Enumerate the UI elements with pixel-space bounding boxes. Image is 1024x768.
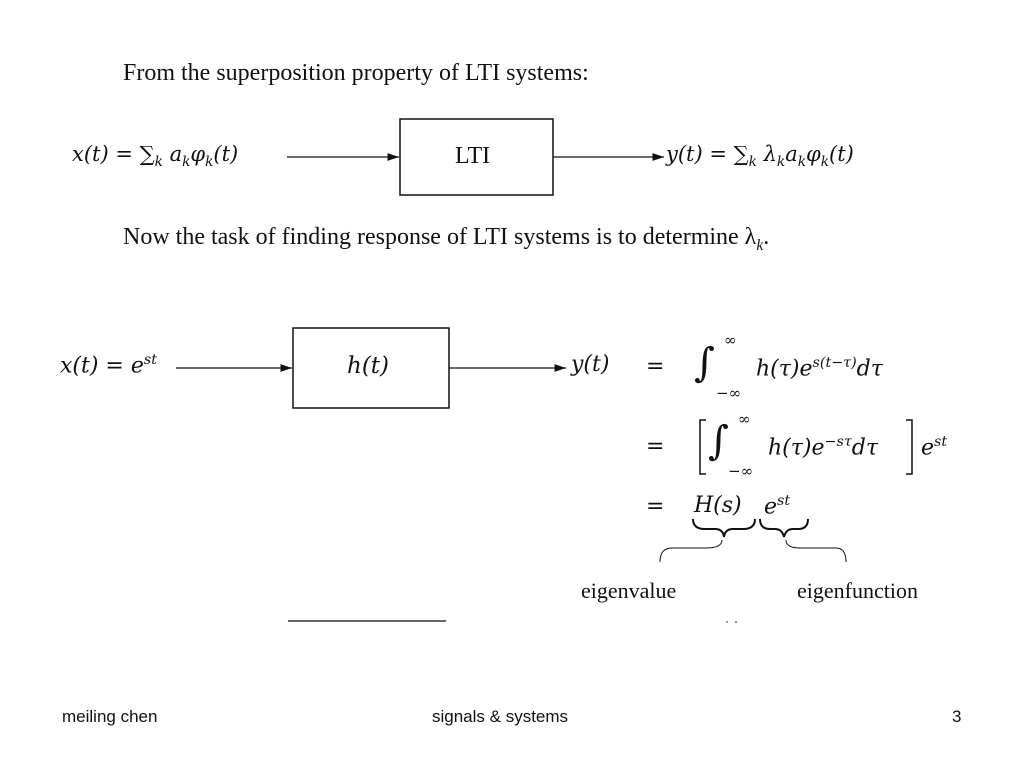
eq3-e: est	[764, 493, 791, 520]
eq2-tail: est	[921, 434, 948, 461]
eq1-lower-limit: −∞	[716, 384, 742, 402]
eq1-upper-limit: ∞	[724, 331, 737, 349]
eq2-equals: =	[646, 434, 665, 459]
eq1-equals: =	[646, 354, 665, 379]
block2-output: y(t)	[571, 352, 610, 377]
block1-output-expression: y(t) = ∑k λkakφk(t)	[666, 142, 854, 171]
stray-dot-2	[735, 621, 737, 623]
left-bracket	[699, 419, 706, 475]
stray-dot-1	[726, 621, 728, 623]
eq2-integrand: h(τ)e−sτdτ	[768, 434, 879, 461]
eigenvalue-label: eigenvalue	[581, 578, 677, 603]
eq2-lower-limit: −∞	[728, 462, 754, 480]
footer-page-number: 3	[952, 707, 962, 726]
footer-title: signals & systems	[432, 707, 569, 726]
h-box-label: h(t)	[347, 353, 390, 379]
underbrace-eigenfunction	[759, 518, 809, 538]
eq3-equals: =	[646, 494, 665, 519]
block2-input-expression: x(t) = est	[60, 352, 157, 379]
intro-text: From the superposition property of LTI s…	[123, 60, 589, 86]
eigenfunction-label: eigenfunction	[797, 578, 918, 603]
right-bracket	[906, 419, 913, 475]
eq3-H: H(s)	[694, 493, 742, 518]
lti-box-label: LTI	[455, 143, 491, 169]
eq1-integrand: h(τ)es(t−τ)dτ	[756, 355, 883, 382]
eq1-integral-sign: ∫	[694, 340, 715, 386]
connector-eigenvalue	[659, 539, 723, 563]
underbrace-eigenvalue	[692, 518, 756, 538]
task-text: Now the task of finding response of LTI …	[123, 224, 770, 254]
connector-eigenfunction	[785, 539, 847, 563]
block1-input-expression: x(t) = ∑k akφk(t)	[72, 142, 239, 171]
eq2-upper-limit: ∞	[738, 410, 751, 428]
eq2-integral-sign: ∫	[708, 418, 729, 464]
footer-author: meiling chen	[62, 707, 158, 726]
